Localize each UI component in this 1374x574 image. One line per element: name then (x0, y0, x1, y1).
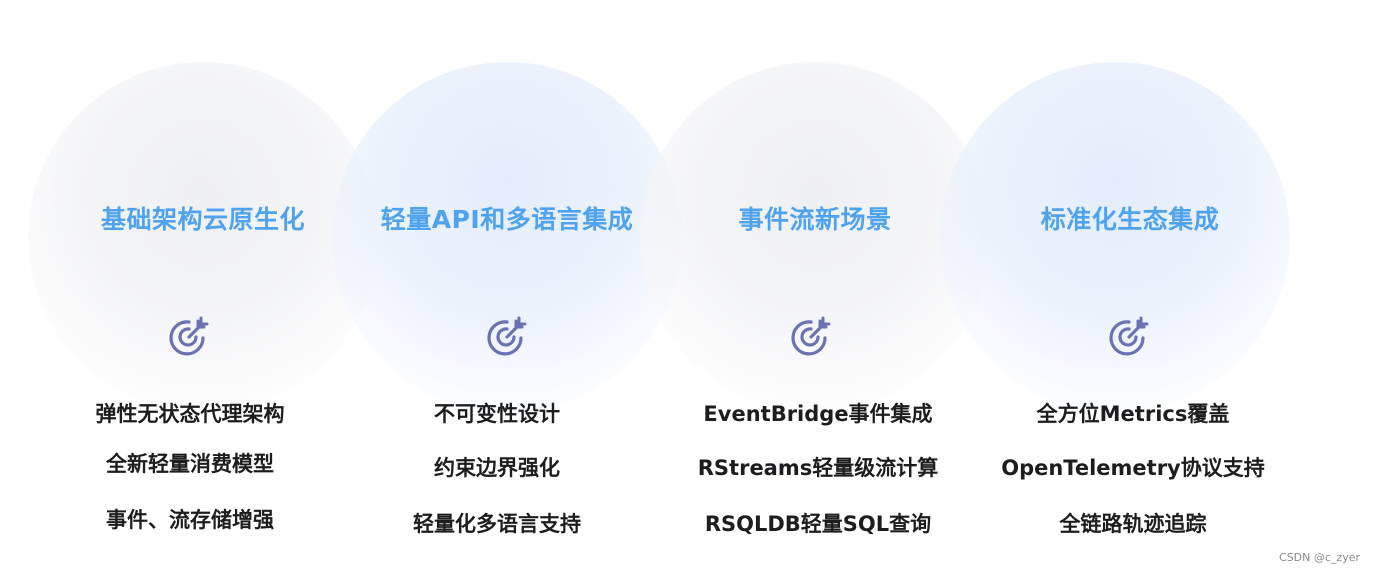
column-4-feature-2: OpenTelemetry协议支持 (1001, 456, 1265, 480)
watermark: CSDN @c_zyer (1279, 551, 1360, 564)
column-3-feature-1: EventBridge事件集成 (703, 402, 933, 426)
column-1-feature-3: 事件、流存储增强 (106, 508, 274, 532)
column-1-feature-2: 全新轻量消费模型 (106, 452, 274, 476)
column-3-feature-3: RSQLDB轻量SQL查询 (704, 512, 932, 536)
column-3-title: 事件流新场景 (738, 205, 892, 234)
column-1-title: 基础架构云原生化 (100, 205, 305, 234)
column-3-feature-2: RStreams轻量级流计算 (697, 456, 939, 480)
column-1-circle (28, 62, 378, 412)
column-4-feature-3: 全链路轨迹追踪 (1059, 512, 1207, 536)
target-icon (483, 312, 531, 360)
column-2-feature-3: 轻量化多语言支持 (413, 512, 581, 536)
column-4-feature-1: 全方位Metrics覆盖 (1036, 402, 1230, 426)
column-2-feature-1: 不可变性设计 (434, 402, 560, 426)
column-2-feature-2: 约束边界强化 (434, 456, 560, 480)
column-1-feature-1: 弹性无状态代理架构 (95, 402, 285, 426)
target-icon (165, 312, 213, 360)
column-4-circle (940, 62, 1290, 412)
column-4-title: 标准化生态集成 (1040, 205, 1220, 234)
target-icon (787, 312, 835, 360)
target-icon (1105, 312, 1153, 360)
column-2-title: 轻量API和多语言集成 (380, 205, 634, 234)
